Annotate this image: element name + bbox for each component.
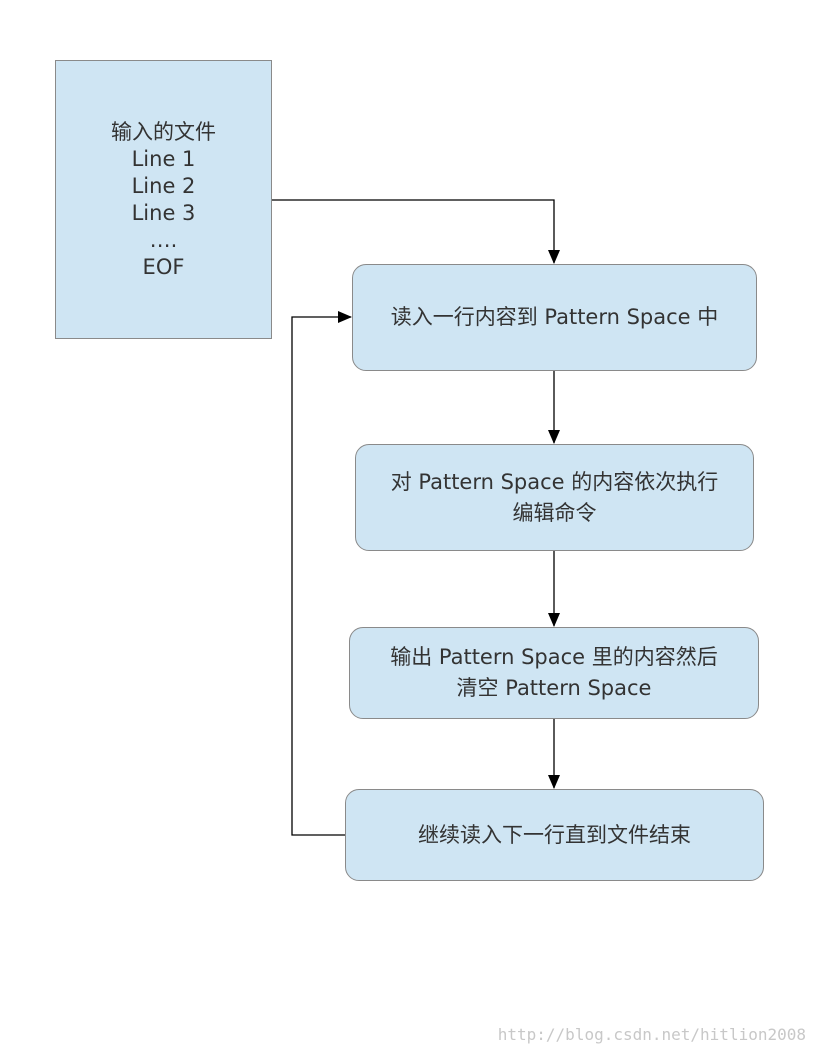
input-file-line-1: Line 1 — [131, 146, 196, 171]
input-file-line-3: Line 3 — [131, 200, 196, 225]
arrow-input-to-read — [272, 199, 560, 264]
input-file-box: 输入的文件 Line 1 Line 2 Line 3 …. EOF — [55, 60, 272, 339]
step-execute-commands-text-2: 编辑命令 — [512, 500, 597, 525]
step-read-line: 读入一行内容到 Pattern Space 中 — [352, 264, 757, 371]
step-output-and-clear-text-1: 输出 Pattern Space 里的内容然后 — [390, 645, 718, 669]
input-file-eof: EOF — [142, 254, 185, 279]
input-file-ellipsis: …. — [149, 227, 178, 252]
step-read-line-text: 读入一行内容到 Pattern Space 中 — [390, 305, 719, 329]
step-continue-until-eof-text: 继续读入下一行直到文件结束 — [418, 822, 691, 847]
arrow-loop-back-to-read — [291, 311, 352, 836]
step-output-and-clear-text-2: 清空 Pattern Space — [456, 676, 652, 700]
step-execute-commands-text-1: 对 Pattern Space 的内容依次执行 — [390, 469, 719, 494]
step-continue-until-eof: 继续读入下一行直到文件结束 — [345, 789, 764, 881]
watermark-url: http://blog.csdn.net/hitlion2008 — [497, 1025, 806, 1044]
input-file-title: 输入的文件 — [111, 119, 216, 144]
step-output-and-clear: 输出 Pattern Space 里的内容然后 清空 Pattern Space — [349, 627, 759, 719]
input-file-line-2: Line 2 — [131, 173, 196, 198]
step-execute-commands: 对 Pattern Space 的内容依次执行 编辑命令 — [355, 444, 754, 551]
